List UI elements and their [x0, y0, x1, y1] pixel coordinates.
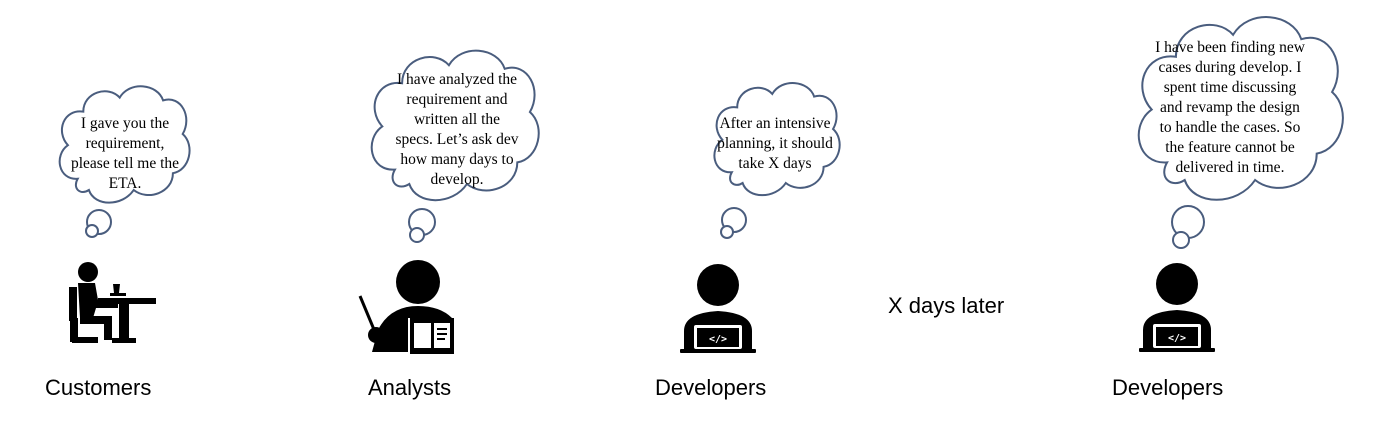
thought-line: cases during develop. I	[1158, 59, 1302, 76]
thought-line: please tell me the	[70, 155, 180, 172]
thought-line: to handle the cases. So	[1159, 119, 1301, 136]
thought-line: develop.	[430, 171, 484, 188]
role-label-customers: Customers	[45, 375, 152, 400]
role-label-developers-later: Developers	[1112, 375, 1224, 400]
thought-line: delivered in time.	[1175, 159, 1285, 176]
thought-line: take X days	[738, 155, 812, 172]
thought-bubble-developers	[714, 83, 839, 239]
thought-line: how many days to	[400, 151, 514, 168]
developer-laptop-icon	[680, 264, 756, 353]
thought-line: requirement and	[406, 91, 508, 108]
thought-line: I have analyzed the	[396, 71, 518, 88]
thought-line: requirement,	[85, 135, 165, 152]
thought-bubble-customers	[60, 86, 190, 238]
thought-line: ETA.	[108, 175, 142, 192]
thought-line: I gave you the	[80, 115, 170, 132]
thought-text-analysts: I have analyzed the requirement and writ…	[372, 70, 542, 190]
thought-text-developers: After an intensive planning, it should t…	[690, 114, 860, 174]
thought-bubble-developers-later	[1139, 17, 1343, 249]
role-label-analysts: Analysts	[368, 375, 452, 400]
thought-line: I have been finding new	[1155, 39, 1305, 56]
thought-line: planning, it should	[717, 135, 833, 152]
thought-line: spent time discussing	[1163, 79, 1297, 96]
thought-text-developers-later: I have been finding new cases during dev…	[1140, 38, 1320, 178]
role-label-developers: Developers	[655, 375, 767, 400]
person-at-desk-icon	[69, 262, 156, 343]
thought-line: the feature cannot be	[1165, 139, 1295, 156]
developer-laptop-icon	[1139, 263, 1215, 352]
thought-line: After an intensive	[719, 115, 831, 132]
thought-line: specs. Let’s ask dev	[395, 131, 519, 148]
thought-line: written all the	[413, 111, 501, 128]
thought-line: and revamp the design	[1160, 99, 1300, 116]
thought-bubble-analysts	[372, 51, 539, 243]
teacher-with-pointer-icon	[358, 260, 454, 354]
time-passed-label: X days later	[888, 293, 1005, 318]
thought-text-customers: I gave you the requirement, please tell …	[40, 114, 210, 194]
